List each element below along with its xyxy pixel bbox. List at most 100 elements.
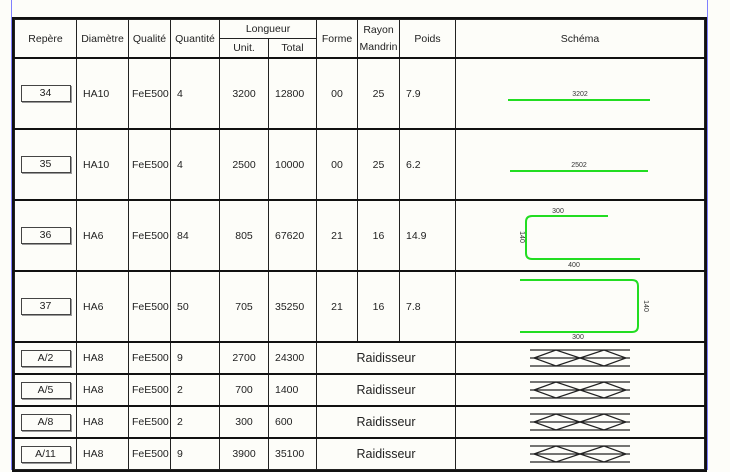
schema-cell (455, 373, 705, 407)
diametre-cell: HA8 (76, 341, 129, 375)
quantite-cell: 9 (170, 437, 220, 470)
header-rayon: Rayon (363, 24, 394, 36)
repere-cell: 35 (14, 128, 77, 201)
unit-length-cell: 805 (219, 199, 269, 272)
diametre-cell: HA10 (76, 57, 129, 130)
bottom-dim: 300 (572, 334, 584, 340)
quantite-cell: 84 (170, 199, 220, 272)
repere-cell: A/2 (14, 341, 77, 375)
repere-cell: A/5 (14, 373, 77, 407)
table-row: A/5 HA8 FeE500 2 700 1400 Raidisseur (14, 373, 705, 407)
repere-button[interactable]: A/8 (20, 413, 71, 431)
repere-cell: A/11 (14, 437, 77, 470)
raidisseur-label: Raidisseur (316, 437, 456, 470)
unit-length-cell: 3200 (219, 57, 269, 130)
quantite-cell: 9 (170, 341, 220, 375)
rayon-cell: 25 (357, 57, 400, 130)
diametre-cell: HA6 (76, 270, 129, 343)
forme-cell: 00 (316, 128, 358, 201)
u-bar-left-diagram: 300 140 400 (518, 208, 640, 269)
qualite-cell: FeE500 (128, 373, 171, 407)
repere-button[interactable]: 37 (20, 298, 71, 315)
side-dim: 140 (518, 231, 525, 243)
total-length-cell: 600 (268, 405, 317, 439)
total-length-cell: 24300 (268, 341, 317, 375)
repere-button[interactable]: A/2 (20, 349, 71, 367)
header-schema: Schéma (455, 19, 705, 59)
quantite-cell: 4 (170, 128, 220, 201)
repere-button[interactable]: A/11 (20, 445, 71, 463)
u-bar-right-diagram: 140 300 (520, 278, 649, 340)
repere-button[interactable]: A/5 (20, 381, 71, 399)
raidisseur-label: Raidisseur (316, 405, 456, 439)
top-dim: 300 (552, 208, 564, 215)
repere-cell: 34 (14, 57, 77, 130)
raidisseur-label: Raidisseur (316, 341, 456, 375)
table-row: 37 HA6 FeE500 50 705 35250 21 16 7.8 140… (14, 270, 705, 343)
schema-cell: 300 140 400 (455, 199, 705, 272)
table-row: 34 HA10 FeE500 4 3200 12800 00 25 7.9 32… (14, 57, 705, 130)
length-dim: 2502 (571, 162, 587, 169)
repere-button[interactable]: 35 (20, 156, 71, 173)
page-edge-left (11, 0, 12, 470)
table-row: A/8 HA8 FeE500 2 300 600 Raidisseur (14, 405, 705, 439)
header-repere: Repère (14, 19, 77, 59)
header-unit: Unit. (219, 38, 269, 59)
schema-cell: 3202 (455, 57, 705, 130)
forme-cell: 21 (316, 270, 358, 343)
quantite-cell: 2 (170, 405, 220, 439)
total-length-cell: 1400 (268, 373, 317, 407)
unit-length-cell: 3900 (219, 437, 269, 470)
header-longueur: Longueur (219, 19, 317, 39)
header-rayon-mandrin: Rayon Mandrin (357, 19, 400, 59)
qualite-cell: FeE500 (128, 341, 171, 375)
header-total: Total (268, 38, 317, 59)
page-edge-right (707, 0, 708, 470)
bottom-dim: 400 (568, 262, 580, 269)
truss-diagram (530, 381, 630, 399)
quantite-cell: 2 (170, 373, 220, 407)
diametre-cell: HA8 (76, 373, 129, 407)
diametre-cell: HA10 (76, 128, 129, 201)
table-row: A/11 HA8 FeE500 9 3900 35100 Raidisseur (14, 437, 705, 470)
unit-length-cell: 700 (219, 373, 269, 407)
rebar-schedule-table: Repère Diamètre Qualité Quantité Longueu… (14, 19, 705, 470)
truss-diagram (530, 413, 630, 431)
table-row: 35 HA10 FeE500 4 2500 10000 00 25 6.2 25… (14, 128, 705, 201)
side-dim: 140 (642, 300, 649, 312)
unit-length-cell: 300 (219, 405, 269, 439)
unit-length-cell: 2700 (219, 341, 269, 375)
poids-cell: 7.9 (399, 57, 456, 130)
qualite-cell: FeE500 (128, 57, 171, 130)
repere-button[interactable]: 36 (20, 227, 71, 244)
poids-cell: 14.9 (399, 199, 456, 272)
repere-cell: 36 (14, 199, 77, 272)
length-dim: 3202 (572, 91, 588, 98)
repere-cell: 37 (14, 270, 77, 343)
truss-diagram (530, 349, 630, 367)
truss-diagram (530, 445, 630, 463)
schema-cell: 2502 (455, 128, 705, 201)
total-length-cell: 67620 (268, 199, 317, 272)
unit-length-cell: 705 (219, 270, 269, 343)
diametre-cell: HA8 (76, 405, 129, 439)
straight-bar-diagram: 2502 (510, 162, 648, 172)
qualite-cell: FeE500 (128, 128, 171, 201)
diametre-cell: HA6 (76, 199, 129, 272)
schema-cell (455, 405, 705, 439)
unit-length-cell: 2500 (219, 128, 269, 201)
table-row: 36 HA6 FeE500 84 805 67620 21 16 14.9 30… (14, 199, 705, 272)
schema-cell (455, 341, 705, 375)
schema-cell (455, 437, 705, 470)
poids-cell: 6.2 (399, 128, 456, 201)
forme-cell: 21 (316, 199, 358, 272)
table-row: A/2 HA8 FeE500 9 2700 24300 Raidisseur (14, 341, 705, 375)
repere-button[interactable]: 34 (20, 85, 71, 102)
header-diametre: Diamètre (76, 19, 129, 59)
diametre-cell: HA8 (76, 437, 129, 470)
header-qualite: Qualité (128, 19, 171, 59)
header-mandrin: Mandrin (359, 41, 398, 53)
rayon-cell: 16 (357, 199, 400, 272)
qualite-cell: FeE500 (128, 405, 171, 439)
rayon-cell: 25 (357, 128, 400, 201)
